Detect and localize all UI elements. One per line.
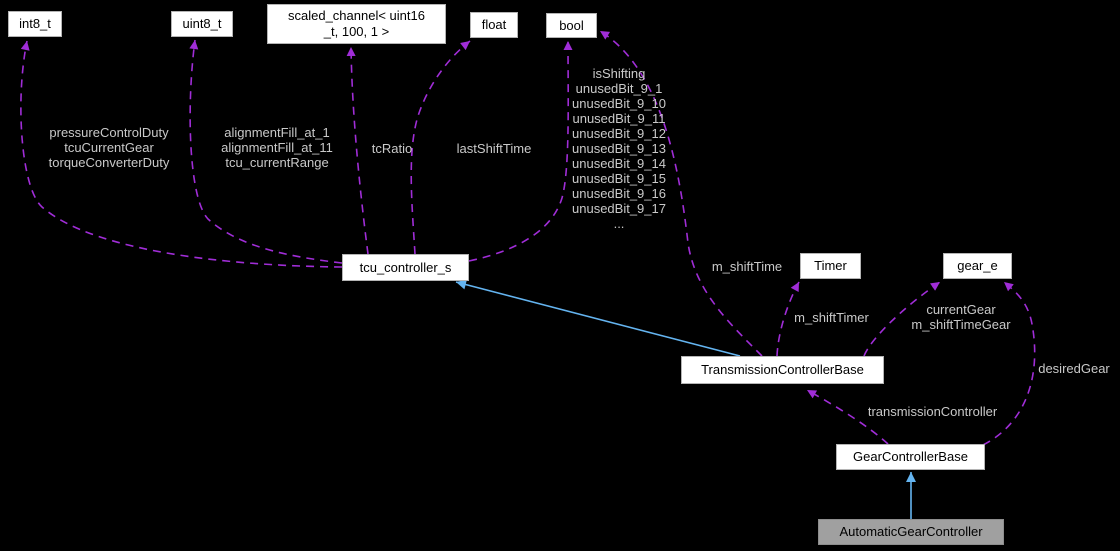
- edge-transmission-to-gear-e: [863, 281, 941, 357]
- edge-label-desired-gear: desiredGear: [1038, 361, 1110, 376]
- edge-gearcontroller-to-transmission: [806, 389, 889, 445]
- node-transmission-controller-base[interactable]: TransmissionControllerBase: [681, 356, 884, 384]
- edge-tcu-to-int8-t: [20, 40, 343, 268]
- node-scaled-channel[interactable]: scaled_channel< uint16_t, 100, 1 >: [267, 4, 446, 44]
- node-bool[interactable]: bool: [546, 13, 597, 38]
- edge-transmission-inherits-tcu: [455, 279, 741, 357]
- edge-label-last-shift-time: lastShiftTime: [456, 141, 532, 156]
- edge-transmission-to-bool: [599, 30, 763, 357]
- edge-label-m-shift-timer: m_shiftTimer: [794, 310, 869, 325]
- node-timer[interactable]: Timer: [800, 253, 861, 279]
- edge-label-transmission-controller: transmissionController: [867, 404, 998, 419]
- node-tcu-controller-s[interactable]: tcu_controller_s: [342, 254, 469, 281]
- node-gear-e[interactable]: gear_e: [943, 253, 1012, 279]
- node-uint8-t[interactable]: uint8_t: [171, 11, 233, 37]
- node-automatic-gear-controller: AutomaticGearController: [818, 519, 1004, 545]
- edge-tcu-to-uint8-t: [189, 39, 343, 264]
- edge-tcu-to-bool: [468, 40, 573, 262]
- edge-label-tc-ratio: tcRatio: [371, 141, 413, 156]
- edge-gearcontroller-to-gear-e: [982, 281, 1036, 446]
- node-float[interactable]: float: [470, 12, 518, 38]
- edge-transmission-to-timer: [776, 281, 800, 357]
- node-int8-t[interactable]: int8_t: [8, 11, 62, 37]
- node-gear-controller-base[interactable]: GearControllerBase: [836, 444, 985, 470]
- edge-tcu-to-scaled-channel: [346, 46, 369, 255]
- edge-label-m-shift-time: m_shiftTime: [711, 259, 783, 274]
